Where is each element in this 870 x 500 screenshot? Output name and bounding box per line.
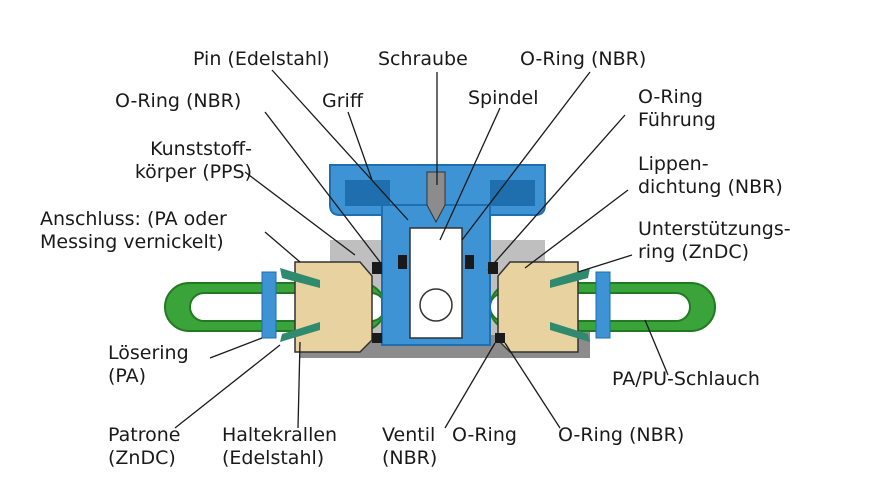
o-ring-6 (372, 333, 382, 343)
label-o-ring-bottom-mid: O-Ring (452, 424, 517, 446)
collet-left-bottom (280, 322, 320, 342)
handle-inner-left (345, 180, 390, 206)
label-unterstuetzungsring-line2: ring (ZnDC) (638, 241, 750, 263)
label-anschluss-line1: Anschluss: (PA oder (40, 208, 227, 230)
o-ring-4 (488, 262, 498, 274)
label-ventil-line2: (NBR) (382, 447, 438, 469)
release-ring-right (595, 271, 611, 339)
leader-lines (174, 69, 669, 429)
label-o-ring-fuehrung-line1: O-Ring (638, 86, 703, 108)
o-ring-1 (398, 255, 407, 269)
handle-inner-right (490, 180, 535, 206)
label-kunststoffkoerper-line1: Kunststoff- (150, 138, 252, 160)
label-lippendichtung: Lippen- dichtung (NBR) (638, 153, 783, 199)
label-ventil: Ventil (NBR) (382, 424, 437, 470)
label-unterstuetzungsring-line1: Unterstützungs- (638, 218, 791, 240)
collet-right-top (550, 268, 590, 288)
label-griff: Griff (322, 90, 363, 112)
release-ring-left (261, 271, 277, 339)
label-o-ring-fuehrung-line2: Führung (638, 109, 716, 131)
label-loesering-line1: Lösering (108, 342, 189, 364)
label-unterstuetzungsring: Unterstützungs- ring (ZnDC) (638, 218, 791, 264)
label-patrone-line2: (ZnDC) (108, 447, 176, 469)
label-anschluss-line2: Messing vernickelt) (40, 231, 224, 253)
label-loesering: Lösering (PA) (108, 342, 189, 388)
label-haltekrallen: Haltekrallen (Edelstahl) (222, 424, 337, 470)
label-kunststoffkoerper: Kunststoff- körper (PPS) (100, 138, 252, 184)
label-spindel: Spindel (468, 87, 539, 109)
label-schraube: Schraube (378, 48, 468, 70)
label-o-ring-bottom-right: O-Ring (NBR) (558, 424, 685, 446)
label-lippendichtung-line1: Lippen- (638, 153, 709, 175)
o-ring-2 (465, 255, 474, 269)
label-lippendichtung-line2: dichtung (NBR) (638, 176, 783, 198)
label-patrone-line1: Patrone (108, 424, 181, 446)
label-kunststoffkoerper-line2: körper (PPS) (134, 161, 252, 183)
label-haltekrallen-line2: (Edelstahl) (222, 447, 325, 469)
label-ventil-line1: Ventil (382, 424, 436, 446)
label-patrone: Patrone (ZnDC) (108, 424, 180, 470)
label-loesering-line2: (PA) (108, 365, 147, 387)
label-o-ring-left: O-Ring (NBR) (115, 90, 242, 112)
screw (426, 171, 446, 224)
spindle-bore (419, 288, 453, 322)
collet-left-top (280, 268, 320, 288)
label-anschluss: Anschluss: (PA oder Messing vernickelt) (40, 208, 227, 254)
label-haltekrallen-line1: Haltekrallen (222, 424, 338, 446)
o-ring-3 (372, 262, 382, 274)
label-schlauch: PA/PU-Schlauch (612, 368, 760, 390)
label-o-ring-fuehrung: O-Ring Führung (638, 86, 716, 132)
connector-left (294, 261, 373, 353)
label-pin: Pin (Edelstahl) (193, 48, 330, 70)
label-o-ring-top-right: O-Ring (NBR) (520, 48, 647, 70)
collet-right-bottom (550, 322, 590, 342)
o-ring-5 (495, 333, 505, 343)
